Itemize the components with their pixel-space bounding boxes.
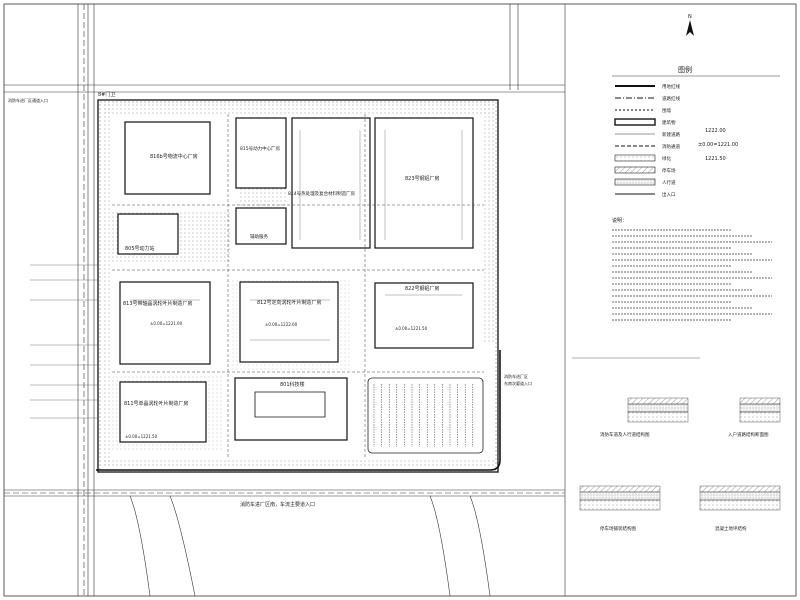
internal-roads	[112, 114, 484, 458]
label-east-entrance-2: 东南次要道入口	[504, 380, 532, 386]
legend-label-1: 道路红线	[662, 95, 680, 102]
label-811: 811号单晶涡轮叶片制造厂房	[124, 400, 189, 407]
legend-elev-mid: ±0.00=1221.00	[698, 142, 738, 148]
legend-elevations: 1222.00 ±0.00=1221.00 1221.50	[698, 128, 738, 162]
label-816b: 816b号物流中心厂房	[150, 153, 198, 160]
legend-label-5: 消防通道	[662, 143, 680, 150]
detail-4-caption: 混凝土地坪结构	[715, 525, 747, 532]
north-arrow: N	[686, 14, 694, 36]
label-812: 812号定向涡轮叶片制造厂房	[257, 299, 322, 306]
legend-swatch-8	[614, 178, 656, 186]
building-823	[374, 117, 474, 249]
west-leader-lines	[30, 264, 98, 419]
label-814: 814号热处理及复合材料制造厂房	[288, 190, 356, 197]
legend-swatch-6	[614, 154, 656, 162]
building-801-wing	[254, 391, 326, 418]
building-811	[119, 381, 207, 443]
detail-1-caption: 消防车道及人行道结构图	[600, 431, 650, 438]
legend-label-0: 用地红线	[662, 83, 680, 90]
legend-elev-low: 1221.50	[705, 156, 726, 162]
detail-4: 混凝土地坪结构	[699, 485, 781, 532]
building-822	[374, 282, 474, 349]
detail-2-caption: 入户道路结构断面图	[728, 431, 769, 438]
building-815	[235, 117, 287, 189]
building-813	[119, 281, 211, 365]
label-815: 815号动力中心厂房	[240, 145, 281, 152]
fire-access-route	[96, 350, 501, 471]
building-816b	[124, 121, 211, 195]
elev-label-3: ±0.00=1221.50	[125, 434, 158, 439]
notes-block: 说明：	[612, 217, 772, 321]
legend-label-7: 停车场	[662, 167, 676, 174]
elev-label-4: ±0.00=1221.50	[395, 326, 428, 331]
elev-label-2: ±0.00=1222.00	[265, 322, 298, 327]
label-801: 801科技楼	[280, 381, 305, 388]
legend-label-9: 出入口	[662, 191, 676, 198]
parking-lot-outline	[367, 377, 484, 454]
label-aux: 辅助服务	[250, 233, 268, 240]
legend-label-4: 新建道路	[662, 131, 680, 138]
plan-labels: 8#门卫 消防车进厂区通道入口 消防车进厂区南，车流主要道入口 消防车进厂区 东…	[8, 91, 532, 508]
label-east-entrance-1: 消防车进厂区	[504, 373, 528, 379]
site-boundary	[97, 99, 499, 473]
building-aux	[235, 207, 287, 245]
north-arrow-icon	[686, 20, 694, 36]
elev-label-1: ±0.00=1221.00	[150, 321, 183, 326]
legend-label-8: 人行道	[662, 179, 676, 186]
parking-lot	[367, 377, 484, 454]
external-roads	[4, 4, 565, 597]
detail-1: 消防车道及人行道结构图	[572, 357, 700, 438]
north-arrow-label: N	[688, 14, 692, 20]
label-south-entrance: 消防车进厂区南，车流主要道入口	[240, 501, 315, 508]
label-gate-north: 8#门卫	[98, 91, 115, 98]
label-813: 813号带轴晶涡轮叶片制造厂房	[123, 300, 193, 307]
label-nw-entrance: 消防车进厂区通道入口	[8, 97, 48, 103]
label-805: 805号动力站	[125, 245, 155, 252]
building-814	[291, 117, 371, 249]
notes-title: 说明：	[612, 217, 627, 224]
building-801	[234, 377, 348, 441]
legend-label-2: 围墙	[662, 107, 671, 114]
label-823: 823号钢铝厂房	[405, 175, 440, 182]
legend-swatch-3	[614, 118, 656, 126]
drawing-frame	[3, 3, 797, 597]
legend-label-3: 建筑物	[662, 119, 676, 126]
detail-2: 入户道路结构断面图	[728, 397, 781, 438]
legend-elev-top: 1222.00	[705, 128, 726, 134]
buildings	[117, 117, 474, 443]
detail-3: 停车场铺装结构图	[579, 485, 661, 532]
building-812	[239, 281, 339, 363]
legend-swatch-7	[614, 166, 656, 174]
label-822: 822号钢铝厂房	[405, 285, 440, 292]
legend-title: 图例	[678, 65, 692, 74]
legend-label-6: 绿化	[662, 155, 671, 162]
detail-3-caption: 停车场铺装结构图	[600, 525, 636, 532]
building-805	[117, 213, 179, 255]
building-internal-lines	[130, 130, 463, 341]
